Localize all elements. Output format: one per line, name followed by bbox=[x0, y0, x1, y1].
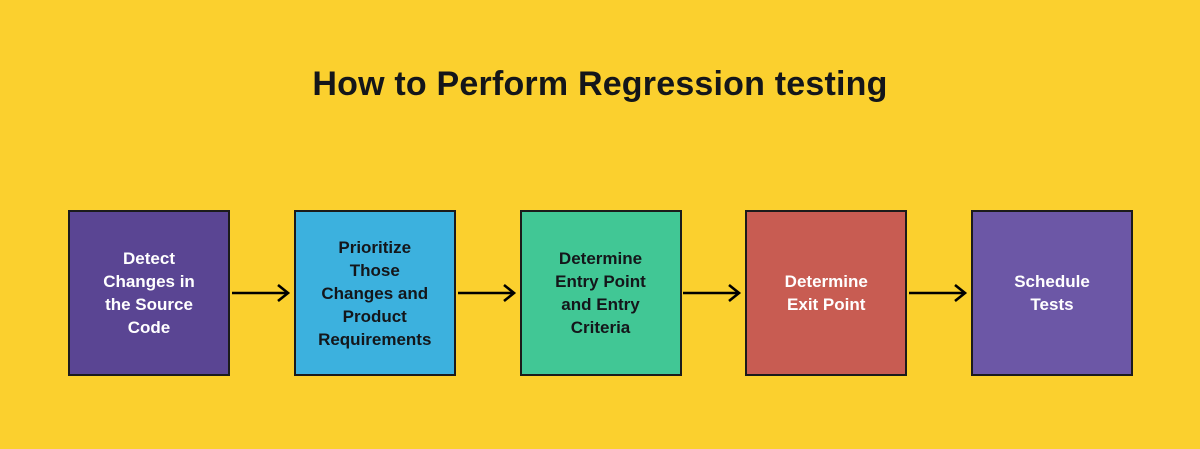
flow-connector-3 bbox=[682, 210, 746, 376]
flow-node-5[interactable]: Schedule Tests bbox=[971, 210, 1133, 376]
arrow-right-icon bbox=[231, 284, 290, 302]
arrow-right-icon bbox=[457, 284, 516, 302]
arrow-right-icon bbox=[683, 284, 742, 302]
flow-connector-1 bbox=[230, 210, 294, 376]
flow-node-4-label: Determine Exit Point bbox=[784, 272, 868, 314]
flow-node-1[interactable]: Detect Changes in the Source Code bbox=[68, 210, 230, 376]
page-title: How to Perform Regression testing bbox=[312, 65, 888, 103]
flow-node-5-label: Schedule Tests bbox=[1014, 272, 1090, 314]
arrow-right-icon bbox=[909, 284, 968, 302]
flowchart: Detect Changes in the Source Code Priori… bbox=[68, 210, 1133, 376]
flow-connector-4 bbox=[907, 210, 971, 376]
flow-node-3[interactable]: Determine Entry Point and Entry Criteria bbox=[519, 210, 682, 376]
flow-connector-2 bbox=[456, 210, 520, 376]
flow-node-4[interactable]: Determine Exit Point bbox=[745, 210, 908, 376]
flow-node-2[interactable]: Prioritize Those Changes and Product Req… bbox=[293, 210, 456, 376]
flow-node-3-label: Determine Entry Point and Entry Criteria bbox=[555, 249, 646, 337]
flow-node-1-label: Detect Changes in the Source Code bbox=[103, 249, 195, 337]
flow-node-2-label: Prioritize Those Changes and Product Req… bbox=[318, 237, 432, 349]
